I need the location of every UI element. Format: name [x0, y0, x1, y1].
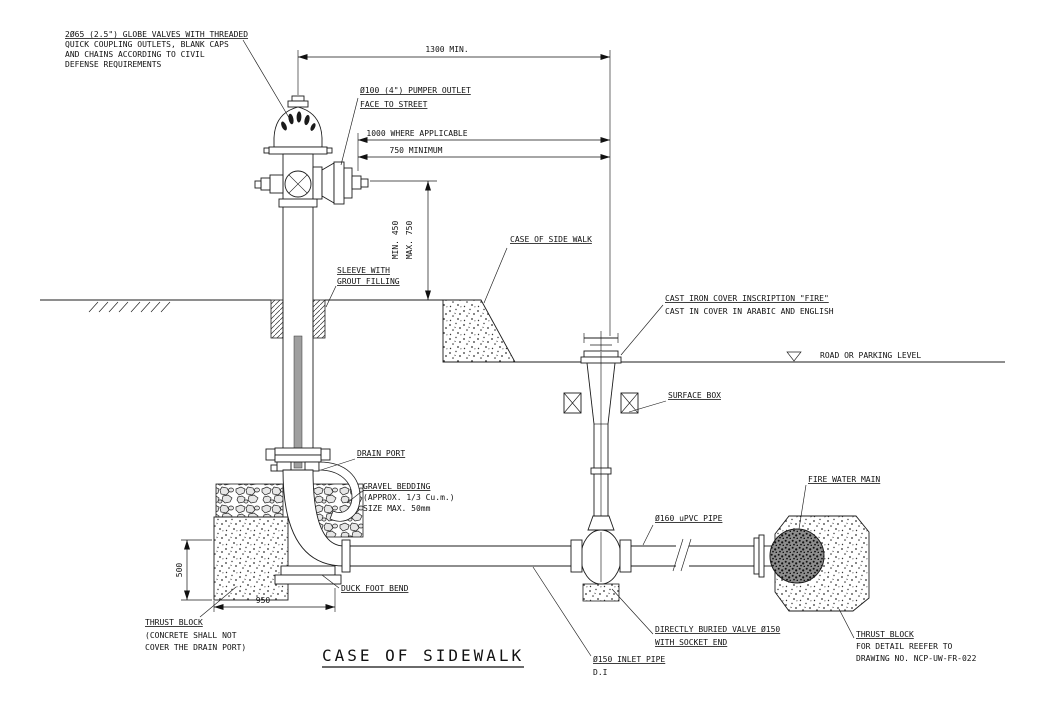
- sidewalk-curb-section: [442, 299, 516, 363]
- label-buried-valve-line2: WITH SOCKET END: [655, 638, 727, 647]
- label-thrust-block-right-line3: DRAWING NO. NCP-UW-FR-022: [856, 654, 977, 663]
- label-gravel-bedding-line2: (APPROX. 1/3 Cu.m.): [363, 493, 455, 502]
- drain-spout-left: [270, 464, 278, 472]
- label-face-to-street: FACE TO STREET: [360, 100, 428, 109]
- sleeve-right: [312, 299, 326, 339]
- dim-500: 500: [175, 563, 184, 578]
- label-inlet-pipe-line1: Ø150 INLET PIPE: [593, 654, 665, 664]
- lower-flange-bottom: [274, 454, 322, 463]
- label-drain-port: DRAIN PORT: [357, 449, 405, 458]
- label-fire-water-main: FIRE WATER MAIN: [808, 475, 880, 484]
- hydrant-finial-base: [287, 100, 309, 108]
- label-case-of-side-walk: CASE OF SIDE WALK: [510, 235, 592, 244]
- label-globe-valves-line4: DEFENSE REQUIREMENTS: [65, 60, 162, 69]
- bend-base-plate-2: [274, 574, 342, 585]
- label-gravel-bedding-line1: GRAVEL BEDDING: [363, 482, 431, 491]
- leader-lines: [199, 39, 855, 657]
- main-bell-flange-1: [753, 537, 760, 575]
- drawing-title: CASE OF SIDEWALK: [322, 646, 524, 665]
- label-inlet-pipe-line2: D.I: [593, 668, 608, 677]
- fire-hydrant: [254, 95, 369, 585]
- label-road-or-parking-level: ROAD OR PARKING LEVEL: [820, 351, 921, 360]
- lower-flange-bolt-right: [320, 448, 331, 461]
- valve-support-pad: [582, 583, 620, 602]
- label-sleeve-line1: SLEEVE WITH: [337, 266, 390, 275]
- bonnet-flange: [268, 146, 328, 155]
- internal-drain-tube: [293, 335, 303, 469]
- label-cast-iron-cover-line1: CAST IRON COVER INSCRIPTION "FIRE": [665, 294, 829, 303]
- dimensions: 1300 MIN. 1000 WHERE APPLICABLE 750 MINI…: [175, 45, 611, 612]
- surface-box-assembly: [563, 331, 639, 516]
- fire-water-main-connection: [753, 515, 870, 612]
- label-thrust-block-left-line1: THRUST BLOCK: [145, 618, 203, 627]
- valve-socket-left: [570, 539, 583, 573]
- dim-min-450: MIN. 450: [391, 221, 400, 260]
- buried-valve-assembly: [570, 515, 632, 602]
- drain-discharge-curl: [318, 461, 361, 522]
- sleeve-left: [270, 299, 284, 339]
- barrel-joint-band: [278, 198, 318, 208]
- dim-max-750: MAX. 750: [405, 221, 414, 260]
- labels: 2Ø65 (2.5") GLOBE VALVES WITH THREADED Q…: [65, 29, 977, 677]
- label-thrust-block-right-line2: FOR DETAIL REEFER TO: [856, 642, 953, 651]
- label-upvc-pipe: Ø160 uPVC PIPE: [655, 513, 723, 523]
- label-sleeve-line2: GROUT FILLING: [337, 277, 400, 286]
- left-outlet-cap: [260, 177, 271, 191]
- left-outlet-flange: [269, 174, 284, 194]
- label-cast-iron-cover-line2: CAST IN COVER IN ARABIC AND ENGLISH: [665, 307, 834, 316]
- level-datum-icon: [786, 351, 802, 362]
- pipe-break-symbol: [672, 538, 684, 572]
- ground-and-road: [40, 299, 1005, 363]
- label-gravel-bedding-line3: SIZE MAX. 50mm: [363, 504, 431, 513]
- soil-hatch-marks: [88, 301, 171, 313]
- main-bell-flange-2: [758, 534, 765, 578]
- valve-socket-right: [619, 539, 632, 573]
- gravel-bedding-left: [215, 483, 284, 518]
- lower-flange-top: [274, 447, 322, 456]
- bonnet-vent-slots: [281, 111, 316, 131]
- hydrant-finial: [291, 95, 305, 102]
- label-globe-valves-line2: QUICK COUPLING OUTLETS, BLANK CAPS: [65, 40, 229, 49]
- dim-750-minimum: 750 MINIMUM: [390, 146, 443, 155]
- pumper-outlet: [312, 161, 369, 205]
- bend-base-plate-1: [280, 565, 336, 576]
- flange-bolt-left: [263, 147, 270, 154]
- lower-flange-bolt-left: [265, 448, 276, 461]
- label-globe-valves-line3: AND CHAINS ACCORDING TO CIVIL: [65, 50, 205, 59]
- label-duck-foot-bend: DUCK FOOT BEND: [341, 584, 409, 593]
- label-pumper-outlet: Ø100 (4") PUMPER OUTLET: [360, 85, 471, 95]
- label-thrust-block-left-line3: COVER THE DRAIN PORT): [145, 643, 246, 652]
- label-surface-box: SURFACE BOX: [668, 391, 721, 400]
- valve-bonnet: [587, 515, 615, 531]
- flange-bolt-right: [326, 147, 333, 154]
- thrust-block-left-shape: [213, 516, 289, 601]
- fire-water-main-pipe-section: [769, 528, 825, 584]
- elbow-flange: [341, 539, 351, 573]
- surface-box-anchor-right: [620, 392, 639, 414]
- label-globe-valves-line1: 2Ø65 (2.5") GLOBE VALVES WITH THREADED: [65, 29, 248, 39]
- hydrant-bonnet: [273, 106, 323, 148]
- dim-1000-where-applicable: 1000 WHERE APPLICABLE: [366, 129, 467, 138]
- label-buried-valve-line1: DIRECTLY BURIED VALVE Ø150: [655, 624, 780, 634]
- inlet-pipe-run: [341, 538, 754, 573]
- label-thrust-block-left-line2: (CONCRETE SHALL NOT: [145, 631, 237, 640]
- label-thrust-block-right-line1: THRUST BLOCK: [856, 630, 914, 639]
- dim-1300-min: 1300 MIN.: [425, 45, 468, 54]
- left-outlet-plug: [254, 180, 262, 189]
- surface-box-anchor-left: [563, 392, 582, 414]
- dim-950: 950: [256, 596, 271, 605]
